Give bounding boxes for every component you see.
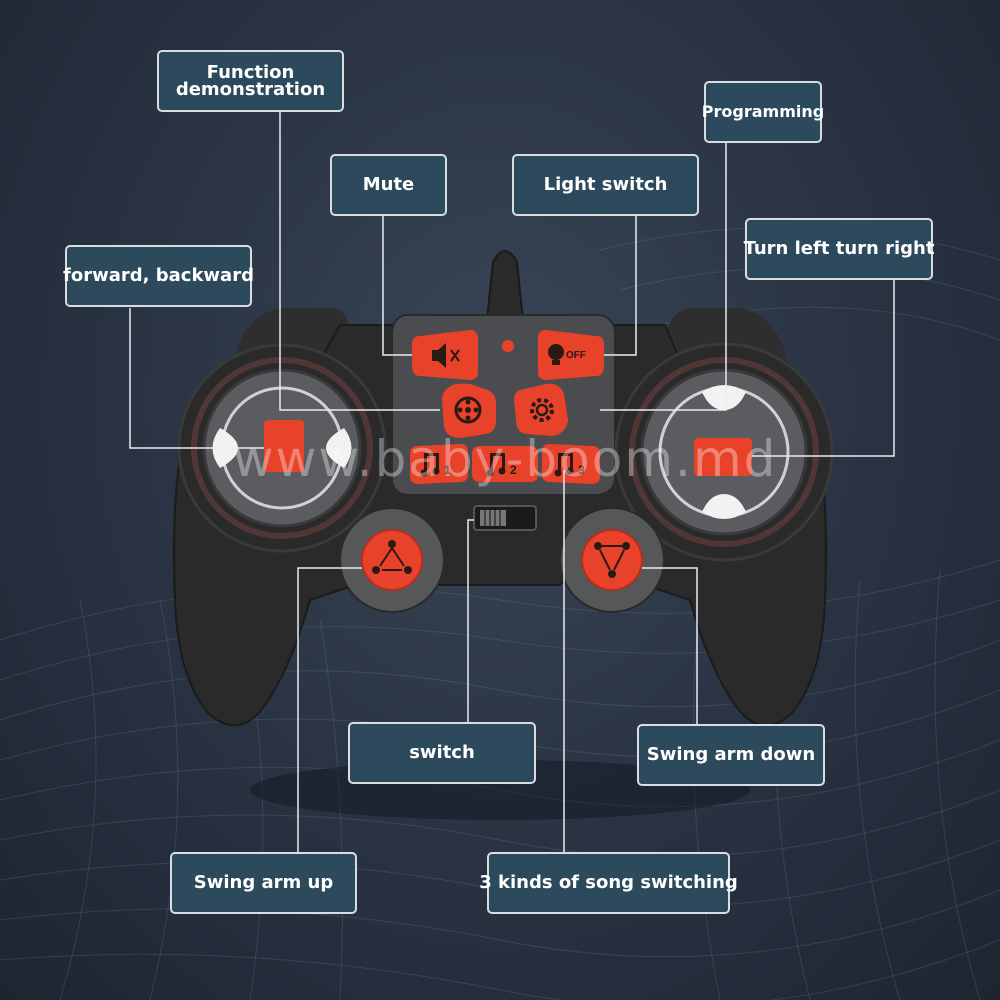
left-stick-button	[264, 420, 304, 472]
label-programming: Programming	[702, 81, 824, 143]
light-switch-button	[538, 330, 604, 380]
label-function-line2: demonstration	[175, 79, 326, 100]
label-turn-left-right: Turn left turn right	[744, 218, 934, 280]
antenna	[485, 250, 525, 321]
song-1-number: 1	[444, 463, 451, 477]
song-3-number: 3	[578, 463, 585, 477]
power-led	[502, 340, 514, 352]
song-2-number: 2	[510, 463, 517, 477]
label-function-demonstration: Function demonstration	[157, 50, 344, 112]
label-swing-arm-up: Swing arm up	[170, 852, 357, 914]
leader-lines	[129, 111, 895, 852]
right-stick-button	[694, 438, 752, 476]
label-light-switch: Light switch	[512, 154, 699, 216]
label-song-switching: 3 kinds of song switching	[479, 852, 738, 914]
swing-arm-up-button	[361, 529, 423, 591]
programming-button	[514, 383, 568, 436]
label-mute: Mute	[330, 154, 447, 216]
label-forward-backward: forward, backward	[63, 245, 254, 307]
label-function-line1: Function	[206, 62, 295, 83]
music-note-icons	[420, 453, 574, 477]
label-switch: switch	[348, 722, 536, 784]
swing-arm-down-button	[581, 529, 643, 591]
label-swing-arm-down: Swing arm down	[637, 724, 825, 786]
light-off-text: OFF	[566, 350, 586, 361]
